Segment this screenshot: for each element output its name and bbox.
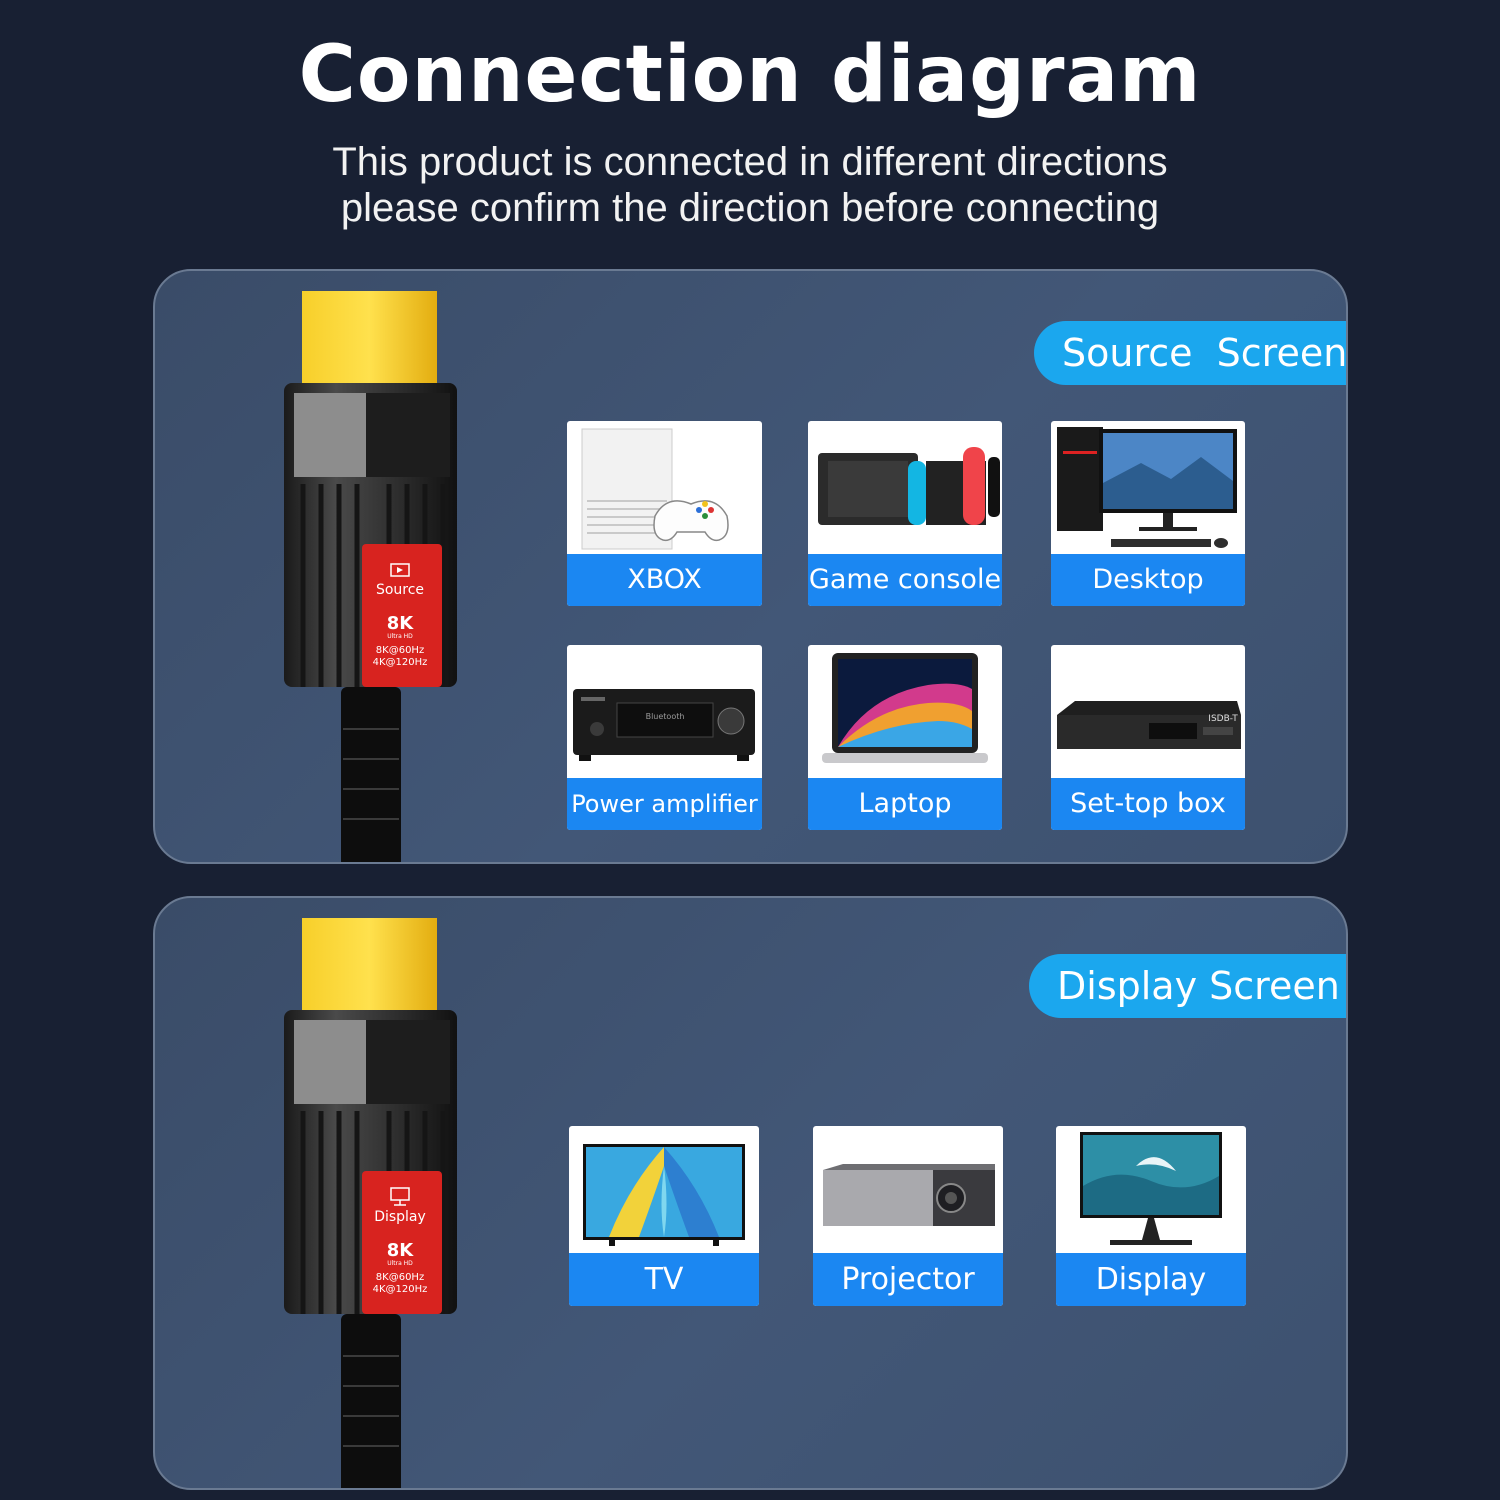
svg-text:8K: 8K bbox=[387, 613, 415, 634]
source-panel: Source Screen Source 8K Ultra HD 8K@60Hz… bbox=[153, 269, 1348, 864]
device-label-game-console: Game console bbox=[808, 554, 1002, 606]
svg-text:Ultra HD: Ultra HD bbox=[387, 1260, 413, 1267]
display-screen-pill: Display Screen bbox=[1029, 954, 1346, 1018]
xbox-icon bbox=[581, 428, 729, 550]
connector-display-label: Display bbox=[374, 1209, 426, 1225]
svg-text:8K@60Hz: 8K@60Hz bbox=[376, 645, 424, 656]
device-card-tv: TV bbox=[569, 1126, 759, 1306]
device-label-tv: TV bbox=[569, 1253, 759, 1306]
svg-text:8K@60Hz: 8K@60Hz bbox=[376, 1272, 424, 1283]
device-card-set-top-box: ISDB-T Set-top box bbox=[1051, 645, 1245, 830]
projector-icon bbox=[823, 1164, 995, 1226]
device-card-display: Display bbox=[1056, 1126, 1246, 1306]
desktop-pc-icon bbox=[1057, 427, 1237, 548]
hdmi-display-connector-icon: Display 8K Ultra HD 8K@60Hz 4K@120Hz bbox=[284, 918, 457, 1488]
display-panel: Display Screen Display 8K Ultra HD 8K@60… bbox=[153, 896, 1348, 1490]
switch-console-icon bbox=[818, 447, 1000, 525]
device-label-xbox: XBOX bbox=[567, 554, 762, 606]
device-label-power-amplifier: Power amplifier bbox=[567, 778, 762, 830]
svg-text:ISDB-T: ISDB-T bbox=[1208, 714, 1238, 724]
device-label-desktop: Desktop bbox=[1051, 554, 1245, 606]
tv-icon bbox=[583, 1144, 745, 1246]
av-receiver-icon: Bluetooth bbox=[573, 689, 755, 761]
svg-text:Bluetooth: Bluetooth bbox=[646, 712, 685, 721]
hdmi-source-connector-icon: Source 8K Ultra HD 8K@60Hz 4K@120Hz bbox=[284, 291, 457, 862]
device-label-display: Display bbox=[1056, 1253, 1246, 1306]
subtitle-line-1: This product is connected in different d… bbox=[332, 140, 1168, 184]
svg-text:4K@120Hz: 4K@120Hz bbox=[373, 657, 428, 668]
connector-source-label: Source bbox=[376, 582, 424, 598]
device-label-set-top-box: Set-top box bbox=[1051, 778, 1245, 830]
device-card-power-amplifier: Bluetooth Power amplifier bbox=[567, 645, 762, 830]
device-card-laptop: Laptop bbox=[808, 645, 1002, 830]
svg-text:Ultra HD: Ultra HD bbox=[387, 633, 413, 640]
monitor-icon bbox=[1080, 1132, 1222, 1245]
device-label-projector: Projector bbox=[813, 1253, 1003, 1306]
device-label-laptop: Laptop bbox=[808, 778, 1002, 830]
device-card-xbox: XBOX bbox=[567, 421, 762, 606]
laptop-icon bbox=[822, 653, 988, 763]
source-screen-pill: Source Screen bbox=[1034, 321, 1346, 385]
device-card-projector: Projector bbox=[813, 1126, 1003, 1306]
page-title: Connection diagram bbox=[298, 30, 1202, 120]
set-top-box-icon: ISDB-T bbox=[1057, 701, 1241, 749]
subtitle-line-2: please confirm the direction before conn… bbox=[340, 186, 1160, 230]
device-card-desktop: Desktop bbox=[1051, 421, 1245, 606]
svg-text:4K@120Hz: 4K@120Hz bbox=[373, 1284, 428, 1295]
device-card-game-console: Game console bbox=[808, 421, 1002, 606]
svg-text:8K: 8K bbox=[387, 1240, 415, 1261]
